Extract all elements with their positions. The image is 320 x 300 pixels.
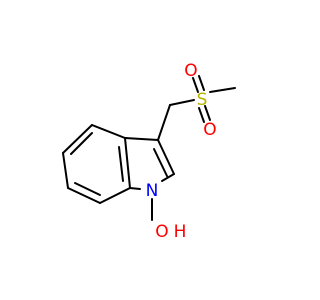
oxygen-bottom-atom-label: O <box>203 120 216 140</box>
bond-c3-c2 <box>157 139 175 175</box>
bond-c3-c2-inner <box>153 148 168 177</box>
bond-c3-ch2 <box>157 104 171 141</box>
sulfur-atom-label: S <box>197 90 208 110</box>
bond-s-o-bottom-b <box>204 105 211 121</box>
bond-c5-c6 <box>62 152 69 189</box>
bond-c4-c5-inner <box>70 132 93 155</box>
bond-c6-c7-inner <box>74 182 101 196</box>
oxygen-top-atom-label: O <box>184 61 197 81</box>
bond-s-ch3 <box>209 87 236 93</box>
bond-n1-c7a <box>129 187 141 190</box>
structure-diagram: S O O N O H <box>62 61 236 242</box>
bond-ch2-s <box>169 99 195 106</box>
hydroxyl-hydrogen-atom-label: H <box>174 222 187 242</box>
hydroxyl-oxygen-atom-label: O <box>155 222 168 242</box>
bond-c6-c7 <box>67 187 101 204</box>
bond-c4-c5 <box>62 124 93 154</box>
nitrogen-atom-label: N <box>146 181 159 201</box>
bond-c3a-c3 <box>124 137 159 141</box>
bond-c2-n1 <box>161 173 175 182</box>
bond-s-o-top-b <box>198 75 205 91</box>
bond-c7-c7a <box>99 187 131 204</box>
bond-s-o-bottom-a <box>198 107 205 123</box>
bond-c3a-c7a-inner <box>118 146 124 182</box>
bond-c3a-c7a <box>124 137 131 189</box>
bond-c3a-c4 <box>91 124 126 139</box>
bond-s-o-top-a <box>192 77 199 93</box>
molecule-drawing: S O O N O H <box>62 61 236 242</box>
